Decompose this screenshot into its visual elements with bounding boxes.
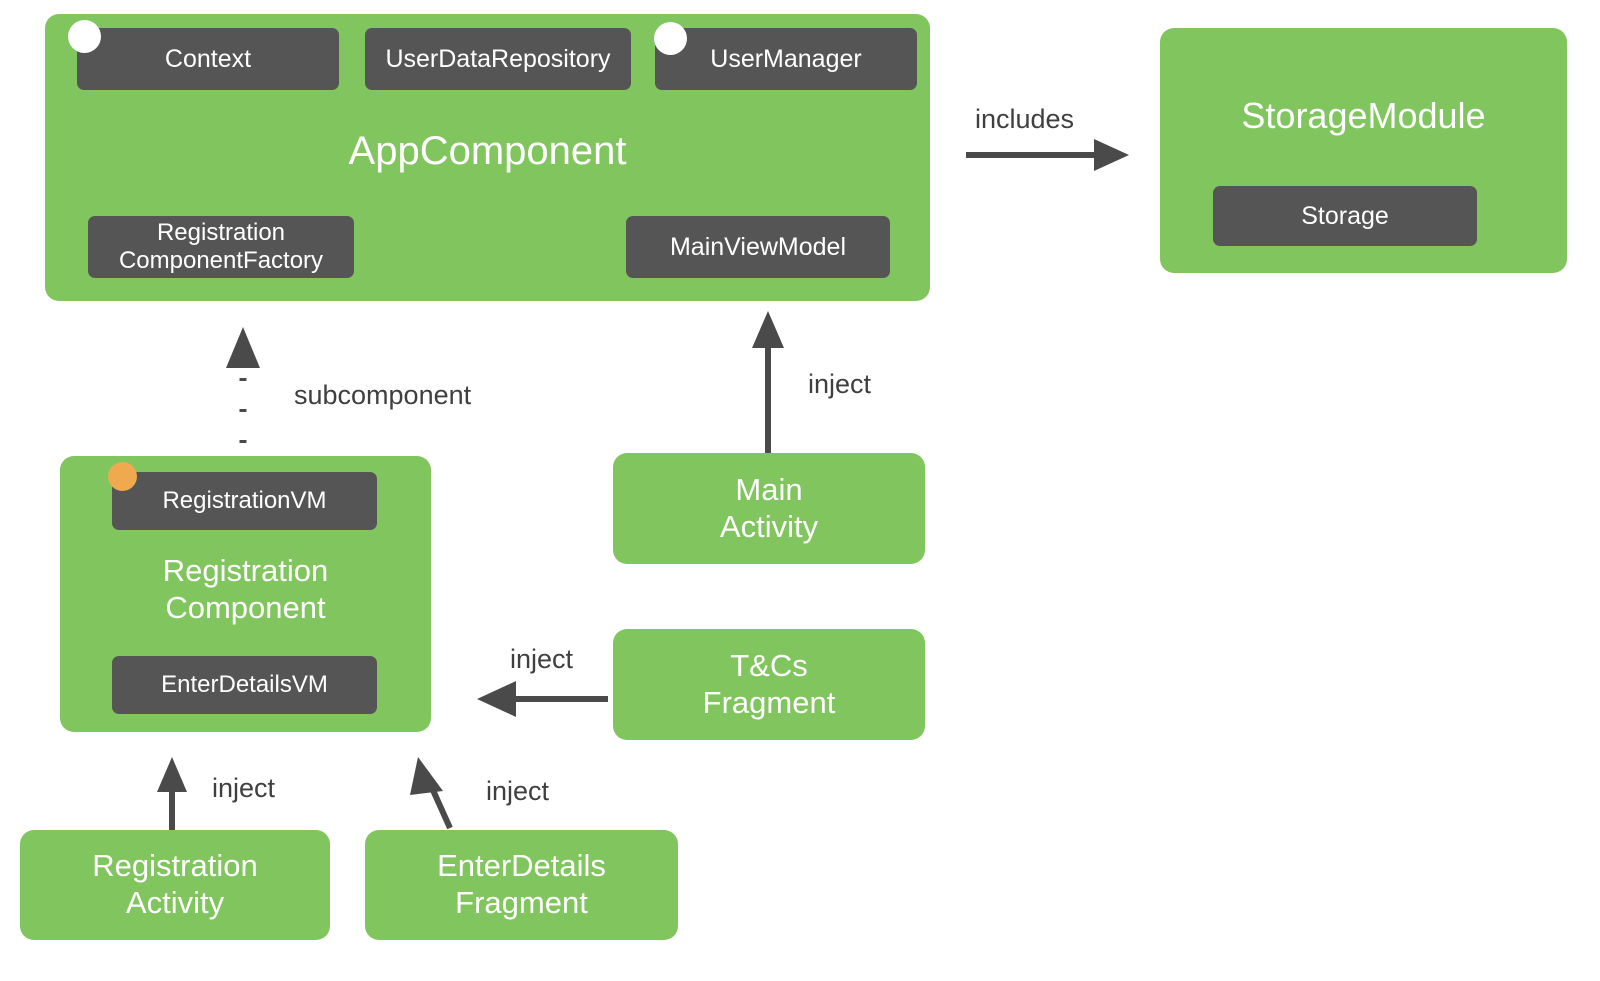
client-tcs-fragment-line2: Fragment bbox=[702, 684, 836, 720]
edge-label-inject-main: inject bbox=[808, 369, 872, 399]
binding-enterdetailsvm[interactable]: EnterDetailsVM bbox=[112, 656, 377, 714]
entry-point-dot-context bbox=[68, 20, 101, 53]
scoped-dot-registrationvm bbox=[108, 462, 137, 491]
edge-label-inject-tcs: inject bbox=[510, 644, 574, 674]
client-registration-activity-line2: Activity bbox=[125, 885, 225, 920]
client-tcs-fragment[interactable]: T&Cs Fragment bbox=[613, 629, 925, 740]
edge-label-includes: includes bbox=[975, 104, 1075, 134]
edge-inject-tcs-arrow bbox=[477, 681, 608, 717]
client-enterdetails-fragment-line1: EnterDetails bbox=[437, 848, 606, 884]
storage-module-title: StorageModule bbox=[1241, 95, 1486, 136]
binding-registrationcomponentfactory-line1: Registration bbox=[156, 219, 286, 247]
binding-registrationcomponentfactory[interactable]: Registration ComponentFactory bbox=[88, 216, 354, 278]
binding-mainviewmodel[interactable]: MainViewModel bbox=[626, 216, 890, 278]
edge-label-subcomponent: subcomponent bbox=[294, 380, 472, 410]
registration-component-title: Registration Component bbox=[60, 553, 431, 626]
client-tcs-fragment-line1: T&Cs bbox=[730, 647, 808, 683]
entry-point-dot-usermanager bbox=[654, 22, 687, 55]
edge-inject-registration-arrow bbox=[157, 757, 187, 830]
edge-includes-arrow bbox=[966, 139, 1129, 171]
registration-component-title-line1: Registration bbox=[162, 553, 329, 588]
binding-context[interactable]: Context bbox=[77, 28, 339, 90]
app-component-title: AppComponent bbox=[348, 129, 627, 173]
binding-registrationcomponentfactory-line2: ComponentFactory bbox=[118, 247, 324, 274]
client-main-activity-line2: Activity bbox=[719, 508, 819, 544]
client-enterdetails-fragment[interactable]: EnterDetails Fragment bbox=[365, 830, 678, 940]
client-registration-activity[interactable]: Registration Activity bbox=[20, 830, 330, 940]
edge-inject-main-arrow bbox=[752, 311, 784, 453]
edge-inject-enterdetails-arrow bbox=[410, 757, 453, 830]
client-main-activity-line1: Main bbox=[735, 471, 803, 507]
binding-registrationvm[interactable]: RegistrationVM bbox=[112, 472, 377, 530]
registration-component-title-line2: Component bbox=[165, 589, 326, 625]
edge-label-inject-enterdetails: inject bbox=[486, 776, 550, 806]
edge-label-inject-registration: inject bbox=[212, 773, 276, 803]
client-registration-activity-line1: Registration bbox=[92, 848, 258, 884]
binding-userdatarepository[interactable]: UserDataRepository bbox=[365, 28, 631, 90]
client-enterdetails-fragment-line2: Fragment bbox=[455, 885, 588, 920]
binding-usermanager[interactable]: UserManager bbox=[655, 28, 917, 90]
binding-storage[interactable]: Storage bbox=[1213, 186, 1477, 246]
edge-subcomponent-arrow bbox=[226, 327, 260, 443]
client-main-activity[interactable]: Main Activity bbox=[613, 453, 925, 564]
